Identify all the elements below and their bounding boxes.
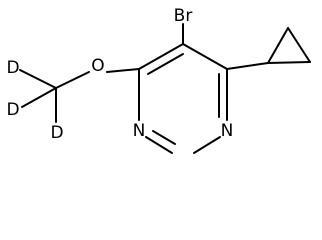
nitrogen-left-label: N bbox=[133, 121, 146, 141]
bond-cd3-d-top bbox=[19, 69, 57, 89]
bond-o-cd3 bbox=[55, 71, 90, 89]
cyclopropyl-group bbox=[226, 27, 311, 70]
bond-cd3-d-middle bbox=[21, 87, 57, 108]
bond-cyclopropyl-c bbox=[267, 61, 311, 64]
oxygen-label: O bbox=[91, 56, 104, 76]
structure-canvas: Br O N N D D D bbox=[6, 6, 311, 154]
methoxy-d3-group bbox=[19, 68, 140, 123]
deuterium-bottom-label: D bbox=[50, 123, 63, 143]
bond-c2-n3 bbox=[145, 136, 173, 154]
bromine-label: Br bbox=[174, 6, 193, 26]
bond-c5-c6 bbox=[182, 43, 228, 70]
molecule-diagram: Br O N N D D D bbox=[6, 6, 311, 154]
bond-cyclopropyl-b bbox=[287, 27, 311, 63]
bond-cyclopropyl-a bbox=[267, 27, 289, 64]
bond-c4-c5 bbox=[138, 43, 184, 70]
bond-c4-o bbox=[106, 68, 140, 73]
deuterium-middle-label: D bbox=[6, 100, 19, 120]
bond-c6-cyclopropyl bbox=[226, 62, 269, 70]
pyrimidine-ring bbox=[138, 43, 228, 154]
bond-c4-c5-inner bbox=[147, 53, 184, 75]
deuterium-top-label: D bbox=[6, 58, 19, 78]
bond-c2-n3-inner bbox=[152, 130, 176, 145]
nitrogen-right-label: N bbox=[221, 121, 234, 141]
bond-n1-c2 bbox=[193, 136, 221, 154]
